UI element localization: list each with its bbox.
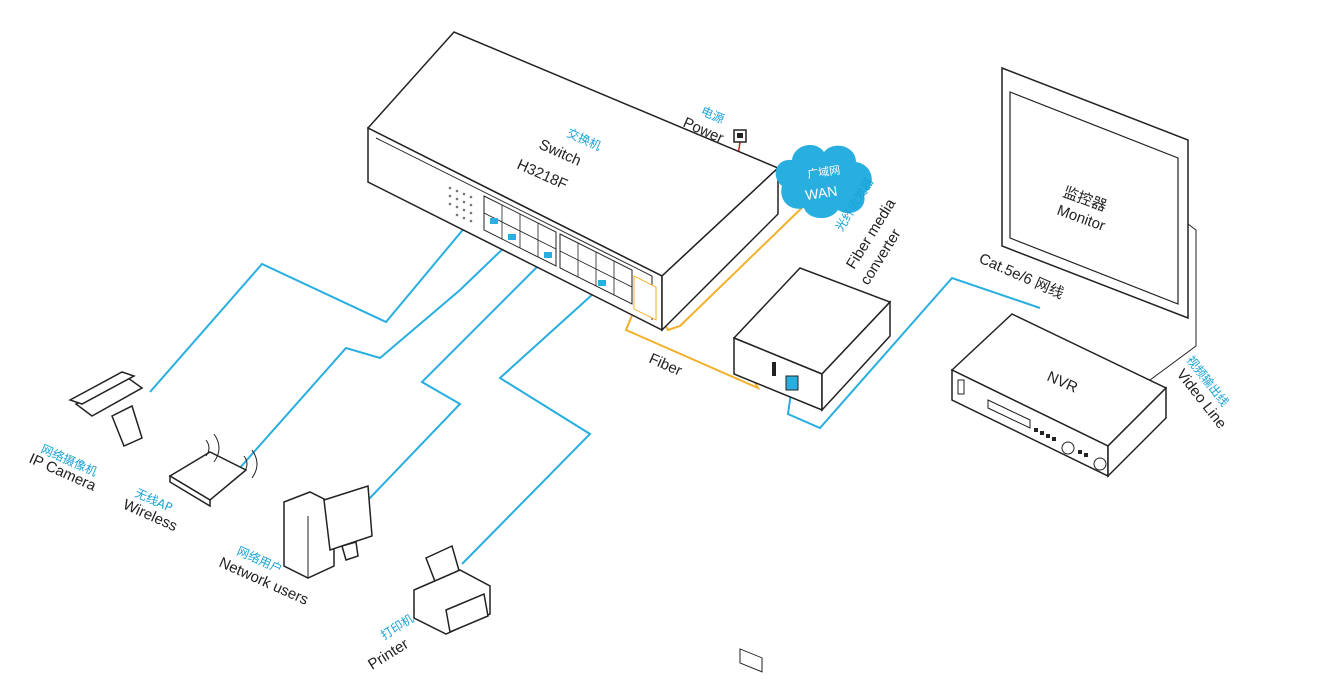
- ap-front: [169, 474, 211, 508]
- wireless-ap-device: 无线AP Wireless: [120, 433, 258, 535]
- converter-status-leds: [772, 362, 776, 376]
- monitor-screen: [1009, 91, 1179, 305]
- converter-fiber-port: [739, 648, 763, 673]
- nvr-cat-cable: [786, 276, 1041, 430]
- nvr-knob-left: [1061, 441, 1075, 455]
- fiber-media-converter: 光纤收发器 Fiber media converter: [732, 175, 905, 673]
- switch-port-highlights: [490, 218, 606, 286]
- switch-device: 交换机 Switch H3218F: [366, 31, 780, 332]
- switch-vent-dots: [448, 186, 473, 223]
- monitor-stand: [1149, 223, 1197, 381]
- printer-cable: [461, 283, 605, 565]
- ip-camera-device: 网络摄像机 IP Camera: [26, 371, 144, 495]
- printer-tray: [445, 592, 489, 634]
- printer-device: 打印机 Printer: [365, 544, 491, 674]
- pc-monitor: [323, 484, 373, 552]
- network-users-cable: [367, 255, 549, 501]
- pc-stand: [341, 541, 359, 561]
- wifi-signal-icon: [205, 433, 258, 479]
- wan-label-cn: 广域网: [807, 164, 841, 181]
- network-users-device: 网络用户 Network users: [216, 484, 373, 609]
- ip-camera-cable: [149, 225, 494, 393]
- nvr-side: [1107, 386, 1167, 478]
- nvr-buttons: [1034, 428, 1088, 457]
- fiber-cable-label: Fiber: [646, 350, 684, 379]
- monitor-device: 监控器 Monitor: [1001, 66, 1197, 381]
- camera-mount: [111, 404, 143, 448]
- converter-rj45-port: [785, 375, 799, 391]
- printer-label-en: Printer: [365, 636, 411, 674]
- wan-cloud: 广域网 WAN: [775, 145, 872, 219]
- camera-hood: [68, 371, 136, 405]
- wan-label-en: WAN: [804, 183, 838, 203]
- nvr-disk-slot: [987, 399, 1031, 429]
- pc-tower: [283, 491, 335, 579]
- video-line-labels: 视频输出线 Video Line: [1173, 353, 1233, 433]
- switch-side: [661, 166, 779, 332]
- converter-side: [821, 300, 891, 412]
- ap-body: [168, 451, 248, 501]
- nvr-device: NVR: [950, 313, 1168, 478]
- cloud-icon: [775, 145, 872, 219]
- wireless-ap-cable: [237, 239, 513, 471]
- nvr-power-indicator: [957, 379, 965, 395]
- nvr-knob-right: [1093, 457, 1107, 471]
